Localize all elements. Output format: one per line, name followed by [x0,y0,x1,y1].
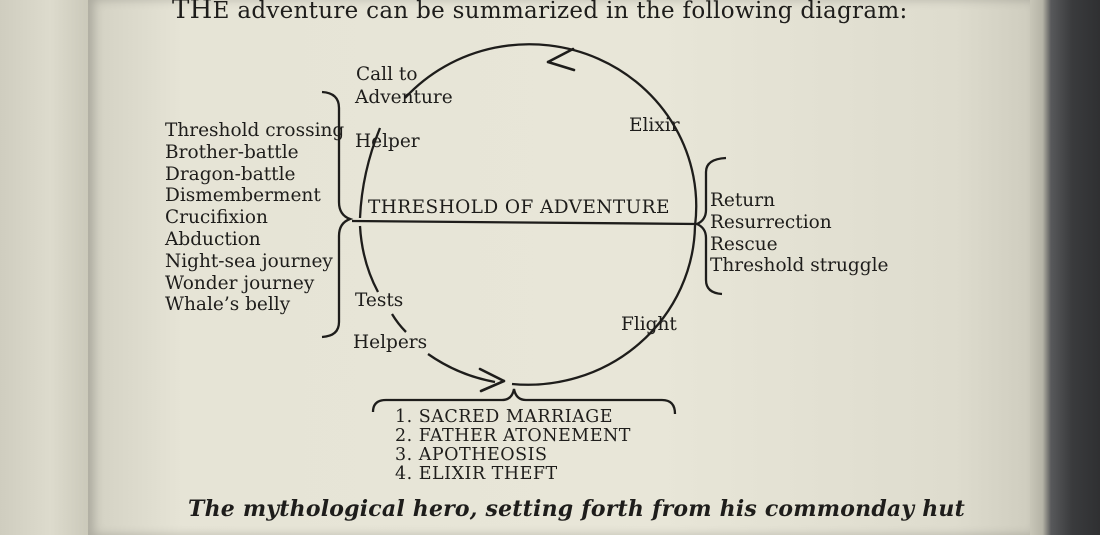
label-elixir: Elixir [629,115,680,136]
list-item: Resurrection [710,211,832,233]
label-helper: Helper [355,131,420,152]
label-adventure: Adventure [355,87,453,108]
book-edge-background [1030,0,1100,535]
book-page [88,0,1030,535]
left-brace [321,90,354,339]
intro-drop-letters: TH [172,0,213,25]
list-item: Crucifixion [165,207,268,229]
list-item: 3. APOTHEOSIS [395,445,548,465]
bottom-arrowhead [478,367,506,393]
list-item: Rescue [710,233,778,255]
bottom-brace [371,388,677,415]
circle-arc-left-lower [358,225,380,293]
right-return-list: Return Resurrection Rescue Threshold str… [710,190,888,277]
list-item: 1. SACRED MARRIAGE [395,407,614,427]
list-item: Return [710,190,775,211]
label-flight: Flight [621,314,677,335]
list-item: Night-sea journey [165,250,333,272]
left-ordeals-list: Threshold crossing Brother-battle Dragon… [165,120,344,316]
list-item: 4. ELIXIR THEFT [395,464,558,484]
label-tests: Tests [355,290,404,311]
circle-arc-bottom-left [427,353,496,384]
list-item: 2. FATHER ATONEMENT [395,426,631,446]
label-call-to: Call to [356,64,418,85]
circle-arc-right [511,225,697,386]
circle-arc-left-bottom [391,313,407,333]
list-item: Threshold struggle [710,255,889,277]
list-item: Wonder journey [165,272,315,294]
list-item: Dragon-battle [165,163,296,185]
list-item: Abduction [165,228,261,250]
intro-sentence: THE adventure can be summarized in the f… [172,0,908,23]
label-threshold-of-adventure: THRESHOLD OF ADVENTURE [368,197,670,218]
list-item: Whale’s belly [165,294,291,316]
circle-arc-left-upper [358,127,382,219]
top-arrowhead [546,47,576,72]
bottom-boons-list: 1. SACRED MARRIAGE 2. FATHER ATONEMENT 3… [395,408,631,484]
closing-sentence: The mythological hero, setting forth fro… [188,496,965,522]
right-brace [694,156,727,296]
threshold-line [351,219,699,226]
list-item: Dismemberment [165,185,321,207]
list-item: Brother-battle [165,141,299,163]
list-item: Threshold crossing [165,120,345,141]
circle-arc-top [404,43,698,227]
intro-rest: E adventure can be summarized in the fol… [212,0,908,24]
label-helpers: Helpers [353,332,428,353]
